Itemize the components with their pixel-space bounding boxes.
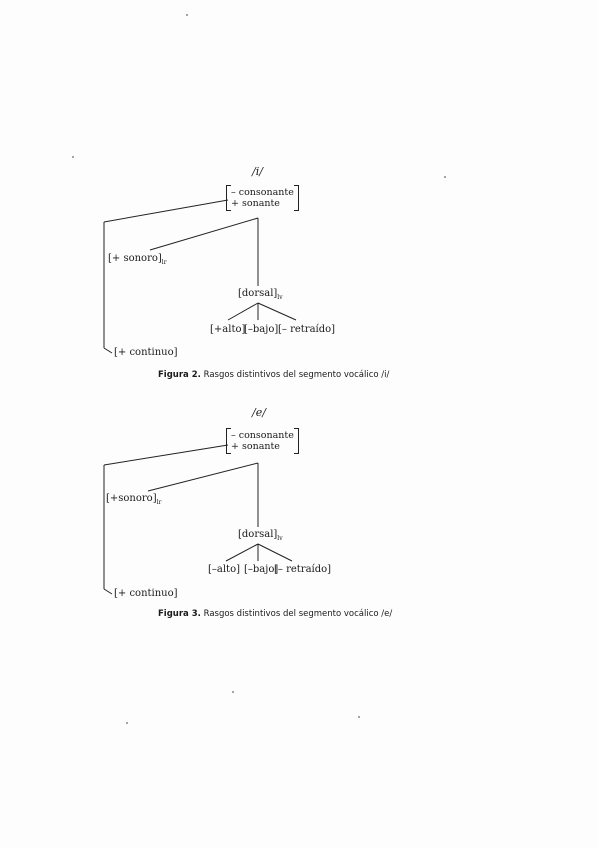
scan-speck — [232, 691, 234, 693]
feature-matrix: – consonante + sonante — [226, 428, 299, 454]
feature-alto: [–alto] — [208, 564, 241, 575]
matrix-row: + sonante — [231, 441, 280, 452]
tree-lines — [103, 199, 297, 354]
caption-text: Rasgos distintivos del segmento vocálico… — [203, 370, 390, 380]
phoneme-label: /e/ — [252, 406, 266, 419]
figure-caption: Figura 3. Rasgos distintivos del segment… — [158, 609, 392, 619]
caption-text: Rasgos distintivos del segmento vocálico… — [203, 609, 393, 619]
continuant-node: [+ continuo] — [114, 347, 178, 358]
feature-bajo: [–bajo] — [244, 324, 279, 335]
caption-label: Figura 3. — [158, 609, 201, 619]
matrix-row: + sonante — [231, 198, 280, 209]
continuant-node: [+ continuo] — [114, 588, 178, 599]
place-label: [dorsal] — [238, 529, 278, 540]
feature-retraido: [– retraído] — [278, 324, 336, 335]
laryngeal-node: [+sonoro]lr — [106, 493, 161, 509]
laryngeal-node: [+ sonoro]lr — [108, 253, 167, 269]
matrix-row: – consonante — [231, 430, 294, 441]
place-node: [dorsal]lv — [238, 529, 283, 545]
place-node: [dorsal]lv — [238, 288, 283, 304]
laryngeal-label: [+ sonoro] — [108, 253, 162, 264]
scan-speck — [126, 722, 128, 724]
laryngeal-subscript: lr — [161, 259, 167, 266]
figure-caption: Figura 2. Rasgos distintivos del segment… — [158, 370, 389, 380]
feature-matrix: – consonante + sonante — [226, 185, 299, 211]
feature-alto: [+alto] — [210, 324, 246, 335]
figure-2: /i/ – consonante + sonante [+ sonoro]lr … — [0, 158, 598, 358]
feature-bajo: [–bajo] — [244, 564, 279, 575]
matrix-row: – consonante — [231, 187, 294, 198]
tree-lines — [103, 444, 293, 595]
figure-3: /e/ – consonante + sonante [+sonoro]lr [… — [0, 403, 598, 603]
place-label: [dorsal] — [238, 288, 278, 299]
place-subscript: lv — [277, 294, 283, 301]
scan-speck — [358, 716, 360, 718]
caption-label: Figura 2. — [158, 370, 201, 380]
laryngeal-label: [+sonoro] — [106, 493, 157, 504]
scan-speck — [444, 176, 446, 178]
phoneme-label: /i/ — [252, 165, 263, 178]
scan-speck — [186, 14, 188, 16]
place-subscript: lv — [277, 535, 283, 542]
laryngeal-subscript: lr — [156, 499, 162, 506]
feature-retraido: [– retraído] — [274, 564, 332, 575]
scan-speck — [72, 156, 74, 158]
